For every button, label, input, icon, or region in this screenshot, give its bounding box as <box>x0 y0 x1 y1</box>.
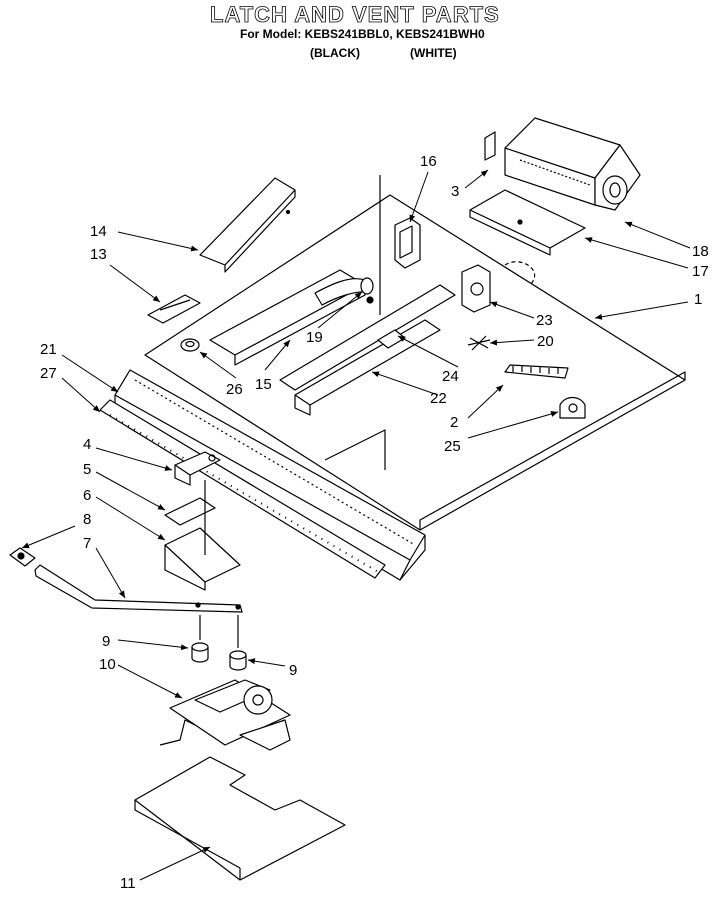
callout-18: 18 <box>692 243 709 260</box>
bracket-part-23 <box>461 261 536 313</box>
spacer-part-9-left <box>191 615 209 663</box>
variant-black-label: (BLACK) <box>310 46 360 60</box>
page-title: LATCH AND VENT PARTS <box>210 2 500 28</box>
callout-26: 26 <box>226 381 243 398</box>
callout-19: 19 <box>306 329 323 346</box>
spacer-part-9-right <box>229 615 247 671</box>
latch-switch-part-4 <box>174 451 221 486</box>
callout-2: 2 <box>450 414 458 431</box>
callout-9-left: 9 <box>102 633 110 650</box>
callout-13: 13 <box>90 246 107 263</box>
clamp-part-25 <box>559 396 586 419</box>
callout-27: 27 <box>40 365 57 382</box>
bracket-part-13 <box>147 294 201 324</box>
callout-22: 22 <box>430 390 447 407</box>
callout-5: 5 <box>83 461 91 478</box>
callout-4: 4 <box>83 436 91 453</box>
callout-16: 16 <box>420 153 437 170</box>
latch-assembly-part-10 <box>159 679 291 751</box>
leader-lines <box>21 169 691 881</box>
terminal-block-part-2 <box>504 364 569 379</box>
insulator-part-5 <box>164 497 216 526</box>
clip-part-3 <box>484 131 496 161</box>
bracket-part-16 <box>379 175 421 315</box>
callout-24: 24 <box>442 368 459 385</box>
latch-pad-part-8 <box>9 547 36 567</box>
callout-20: 20 <box>537 333 554 350</box>
callout-14: 14 <box>90 223 107 240</box>
perforated-strip-part-27 <box>99 399 386 579</box>
callout-9-right: 9 <box>289 662 297 679</box>
callout-11: 11 <box>120 875 136 892</box>
vent-fan-part-18 <box>504 117 641 211</box>
variant-white-label: (WHITE) <box>410 46 457 60</box>
callout-21: 21 <box>40 341 57 358</box>
latch-arm-part-7 <box>34 564 243 613</box>
callout-15: 15 <box>255 376 272 393</box>
callout-3: 3 <box>451 183 459 200</box>
callout-labels: 16 3 18 17 1 14 13 23 20 19 21 27 26 15 … <box>40 153 709 892</box>
callout-8: 8 <box>83 511 91 528</box>
callout-7: 7 <box>83 535 91 552</box>
latch-bracket-part-6 <box>164 480 241 591</box>
mounting-plate-part-17 <box>469 189 586 256</box>
callout-17: 17 <box>692 263 709 280</box>
callout-25: 25 <box>444 438 461 455</box>
grommet-part-26 <box>180 338 200 352</box>
main-panel-part-1 <box>144 194 686 531</box>
callout-1: 1 <box>694 291 702 308</box>
vent-tube-part-19 <box>314 277 374 306</box>
callout-10: 10 <box>99 656 116 673</box>
wire-clip-part-20 <box>467 335 491 351</box>
cover-plate-part-11 <box>134 756 346 881</box>
model-numbers: For Model: KEBS241BBL0, KEBS241BWH0 <box>240 27 485 41</box>
callout-23: 23 <box>536 312 553 329</box>
vent-duct-part-14 <box>199 177 296 273</box>
callout-6: 6 <box>83 487 91 504</box>
